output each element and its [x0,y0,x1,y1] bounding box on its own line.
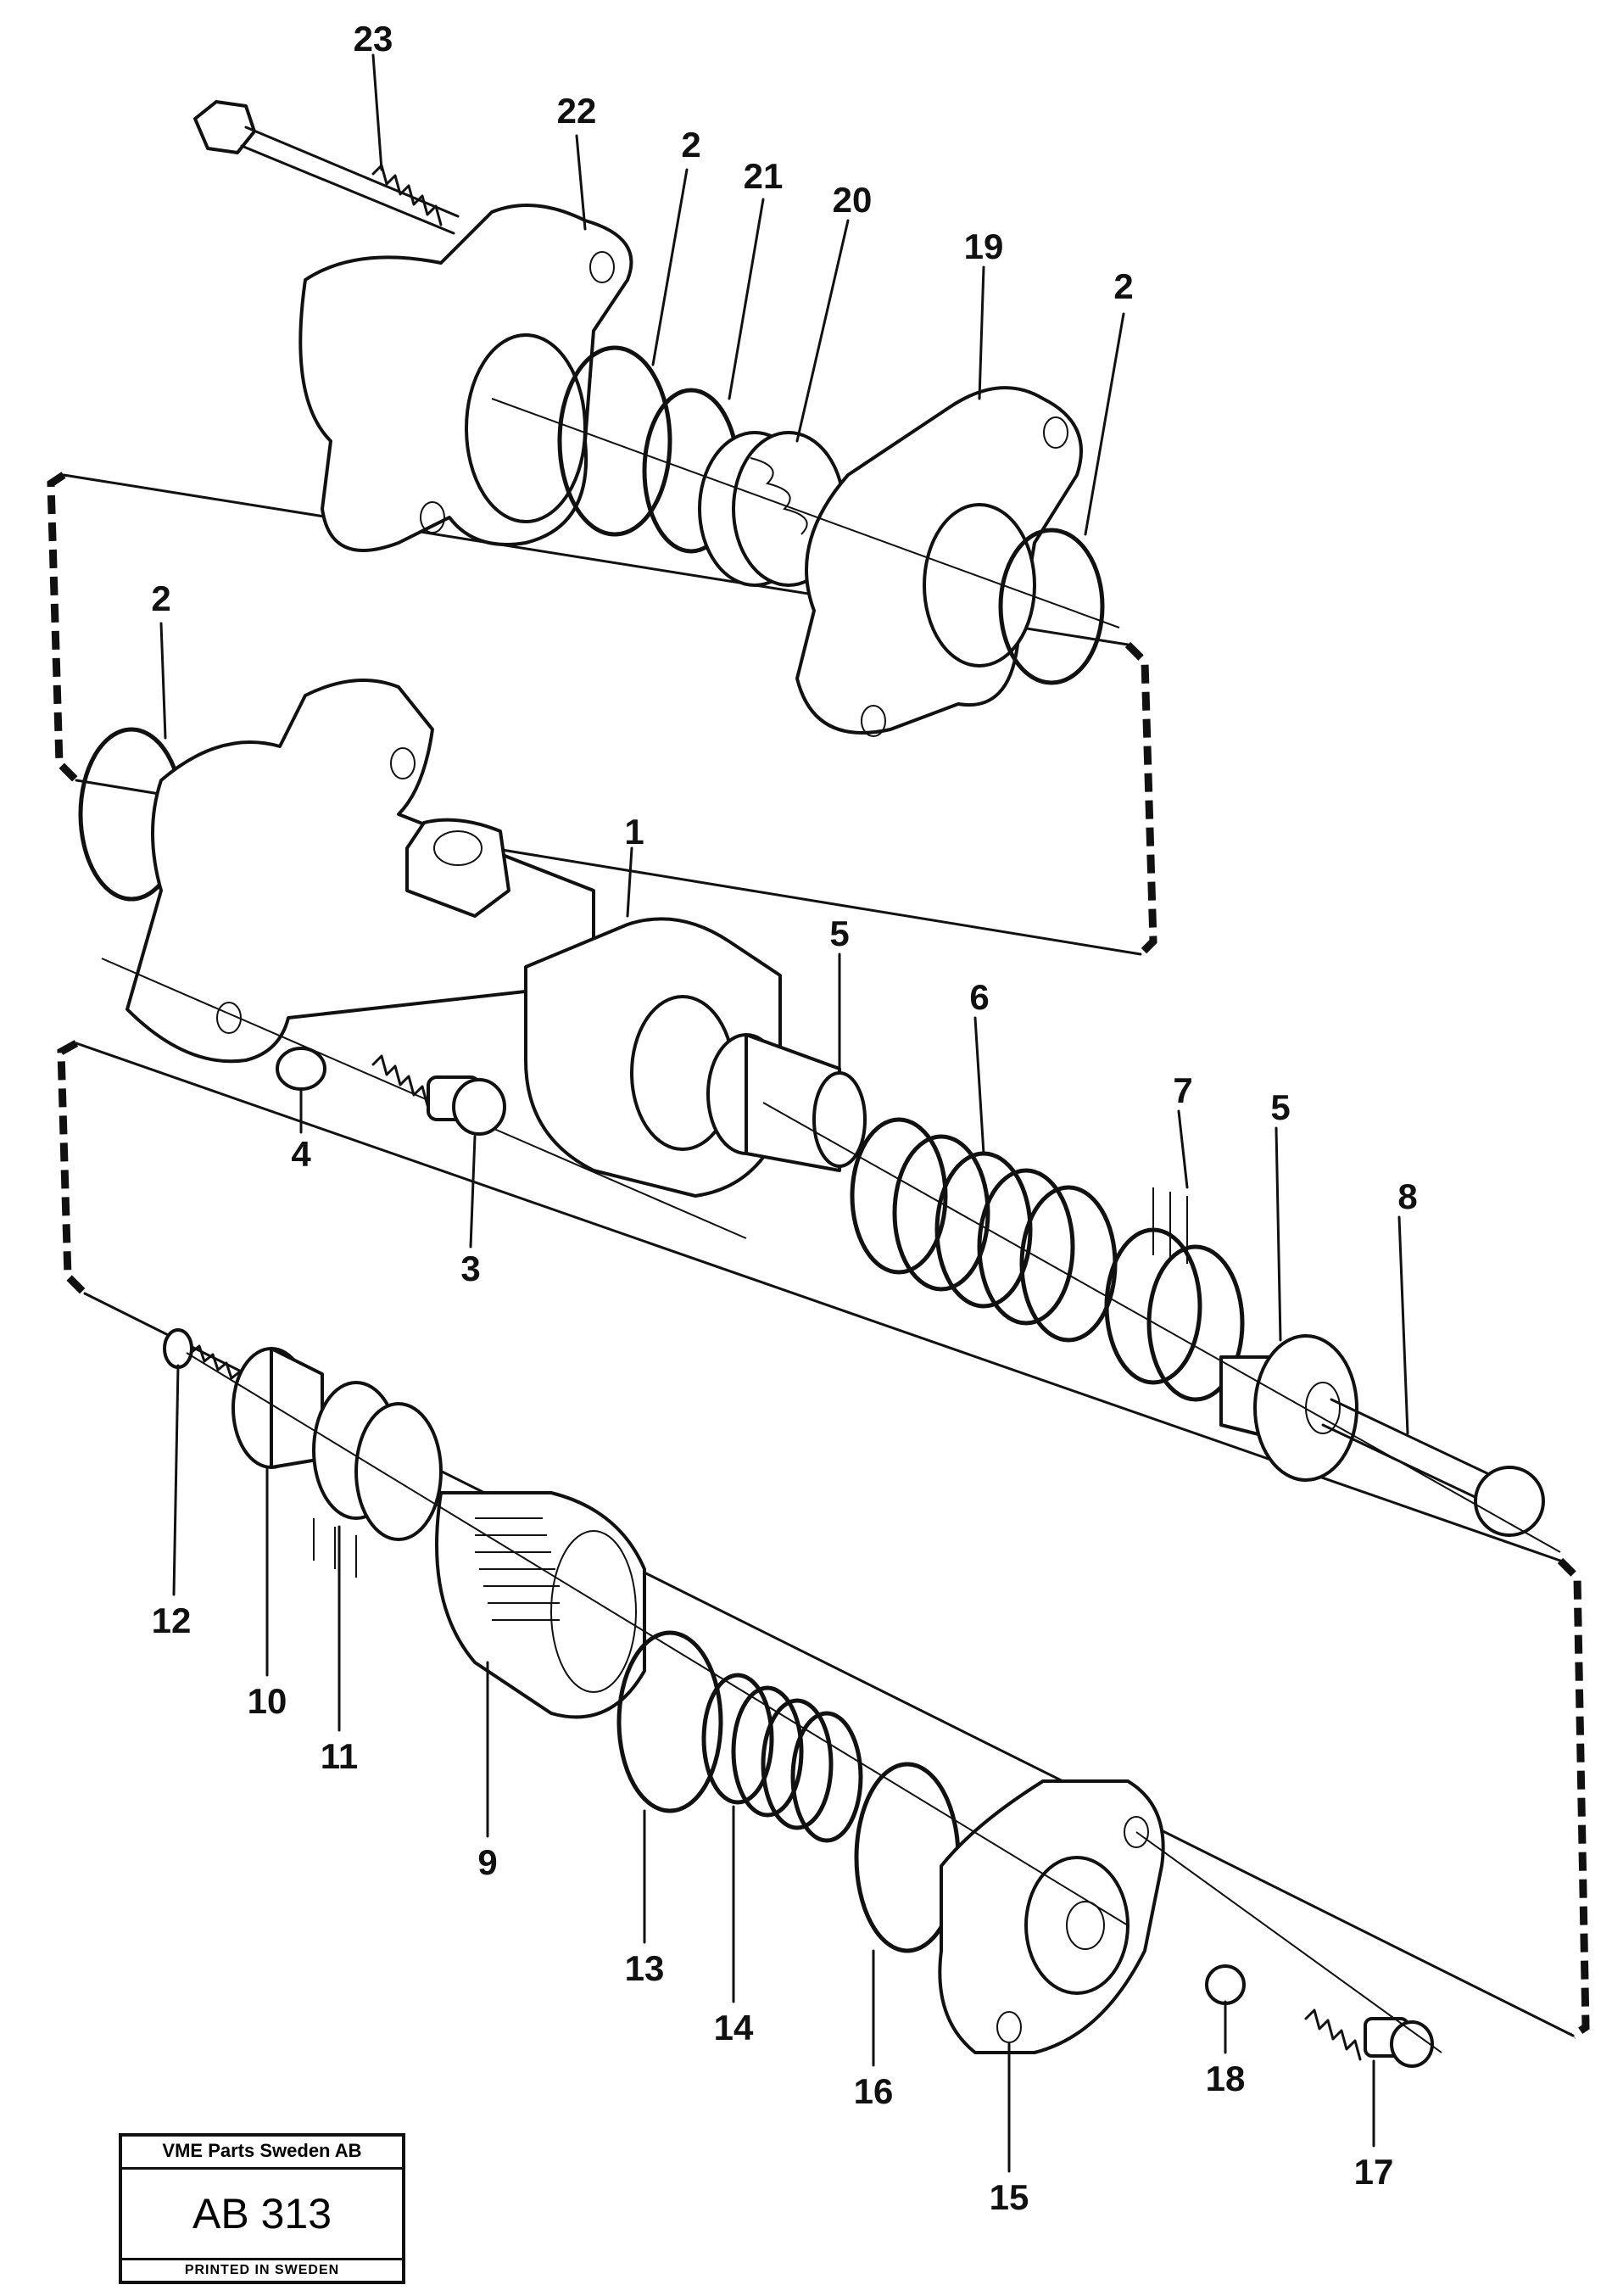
dashed-frame-upper [47,472,80,784]
callout-2-left: 2 [151,578,170,618]
spring-part-6 [850,1117,1118,1343]
retaining-ring-part-13 [616,1630,723,1813]
callout-6: 6 [969,977,989,1017]
spring-seat-part-5 [1219,1334,1358,1482]
callout-20: 20 [833,180,873,220]
axis-line-cover [1135,1831,1442,2053]
callout-21: 21 [744,156,784,196]
washer-part-18 [1205,1964,1246,2005]
callout-2-top: 2 [681,125,700,165]
stamp-company: VME Parts Sweden AB [122,2140,402,2170]
callout-15: 15 [990,2177,1029,2217]
o-ring-part-2-top [557,345,672,537]
stamp-drawing-number: AB 313 [192,2190,332,2237]
screw-part-17 [1304,2008,1434,2068]
screw-part-12 [163,1328,247,1388]
axis-line-middle [762,1102,1561,1553]
washer-part-4 [276,1047,326,1091]
cover-part-15 [938,1779,1165,2054]
callout-4: 4 [291,1134,311,1174]
screw-part-3 [371,1054,506,1136]
flange-part-22 [298,204,633,552]
callout-2-right: 2 [1113,266,1133,306]
leader-lines [159,53,1409,2173]
callout-10: 10 [248,1681,287,1721]
spring-part-14 [701,1673,863,1843]
stamp-footer: PRINTED IN SWEDEN [122,2258,402,2281]
callout-18: 18 [1206,2059,1246,2098]
callout-8: 8 [1397,1176,1417,1216]
shims-part-11 [312,1381,443,1578]
o-ring-part-2-right [998,528,1105,685]
axis-line-top [491,398,1120,628]
callout-12: 12 [152,1600,192,1640]
axis-line-body [101,958,747,1239]
callout-23: 23 [354,19,393,59]
callout-3: 3 [460,1249,480,1288]
dashed-frame-lower [57,1040,88,1297]
callout-11: 11 [321,1736,358,1776]
bellows-part-9 [435,1491,646,1719]
callout-9: 9 [477,1842,497,1882]
callout-22: 22 [557,91,597,131]
drawing-stamp: VME Parts Sweden AB AB 313 PRINTED IN SW… [119,2133,405,2284]
piston-part-5 [706,1033,867,1172]
dashed-frame-lower-right [1557,1557,1590,2039]
callout-13: 13 [625,1948,665,1988]
callout-5-right: 5 [1270,1087,1290,1127]
shims-part-7 [1104,1187,1245,1402]
callout-5-left: 5 [829,913,849,953]
axis-line-lower [186,1352,1129,1926]
bolt-part-23 [193,100,460,235]
callout-17: 17 [1354,2152,1394,2192]
callout-19: 19 [964,226,1004,266]
callout-14: 14 [714,2008,754,2047]
dashed-frame-upper-right [1124,641,1157,958]
callout-7: 7 [1173,1070,1192,1110]
cup-part-10 [231,1347,324,1469]
callout-16: 16 [854,2071,894,2111]
callout-1: 1 [624,812,644,852]
